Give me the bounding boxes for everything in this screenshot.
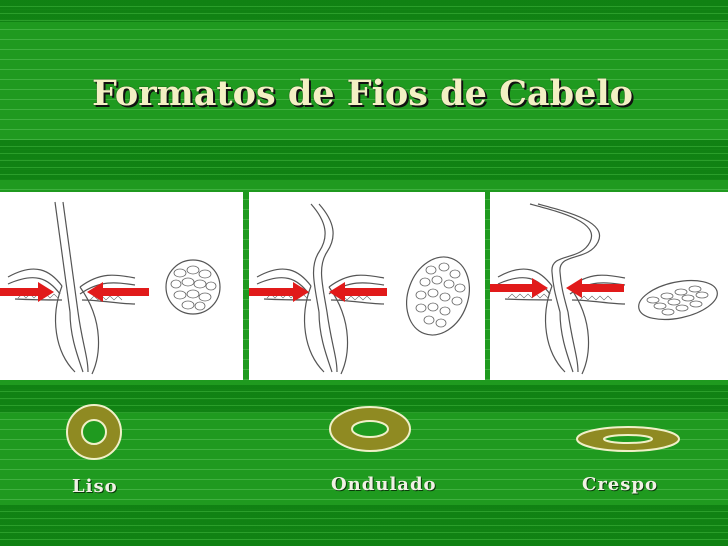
- label-wavy: Ondulado: [331, 474, 437, 495]
- slide-title: Formatos de Fios de Cabelo: [92, 73, 633, 115]
- background-stripe-upper: [0, 140, 728, 180]
- curly-hair-diagram: [490, 192, 728, 380]
- wavy-hair-diagram: [249, 192, 485, 380]
- background-stripe-bottom: [0, 505, 728, 546]
- straight-hair-diagram: [0, 192, 243, 380]
- oval-ring-icon: [329, 406, 411, 452]
- label-curly: Crespo: [582, 474, 658, 495]
- flat-ellipse-ring-icon: [576, 426, 680, 452]
- label-straight: Liso: [72, 476, 118, 497]
- background-stripe-top: [0, 0, 728, 22]
- round-ring-icon: [66, 404, 122, 460]
